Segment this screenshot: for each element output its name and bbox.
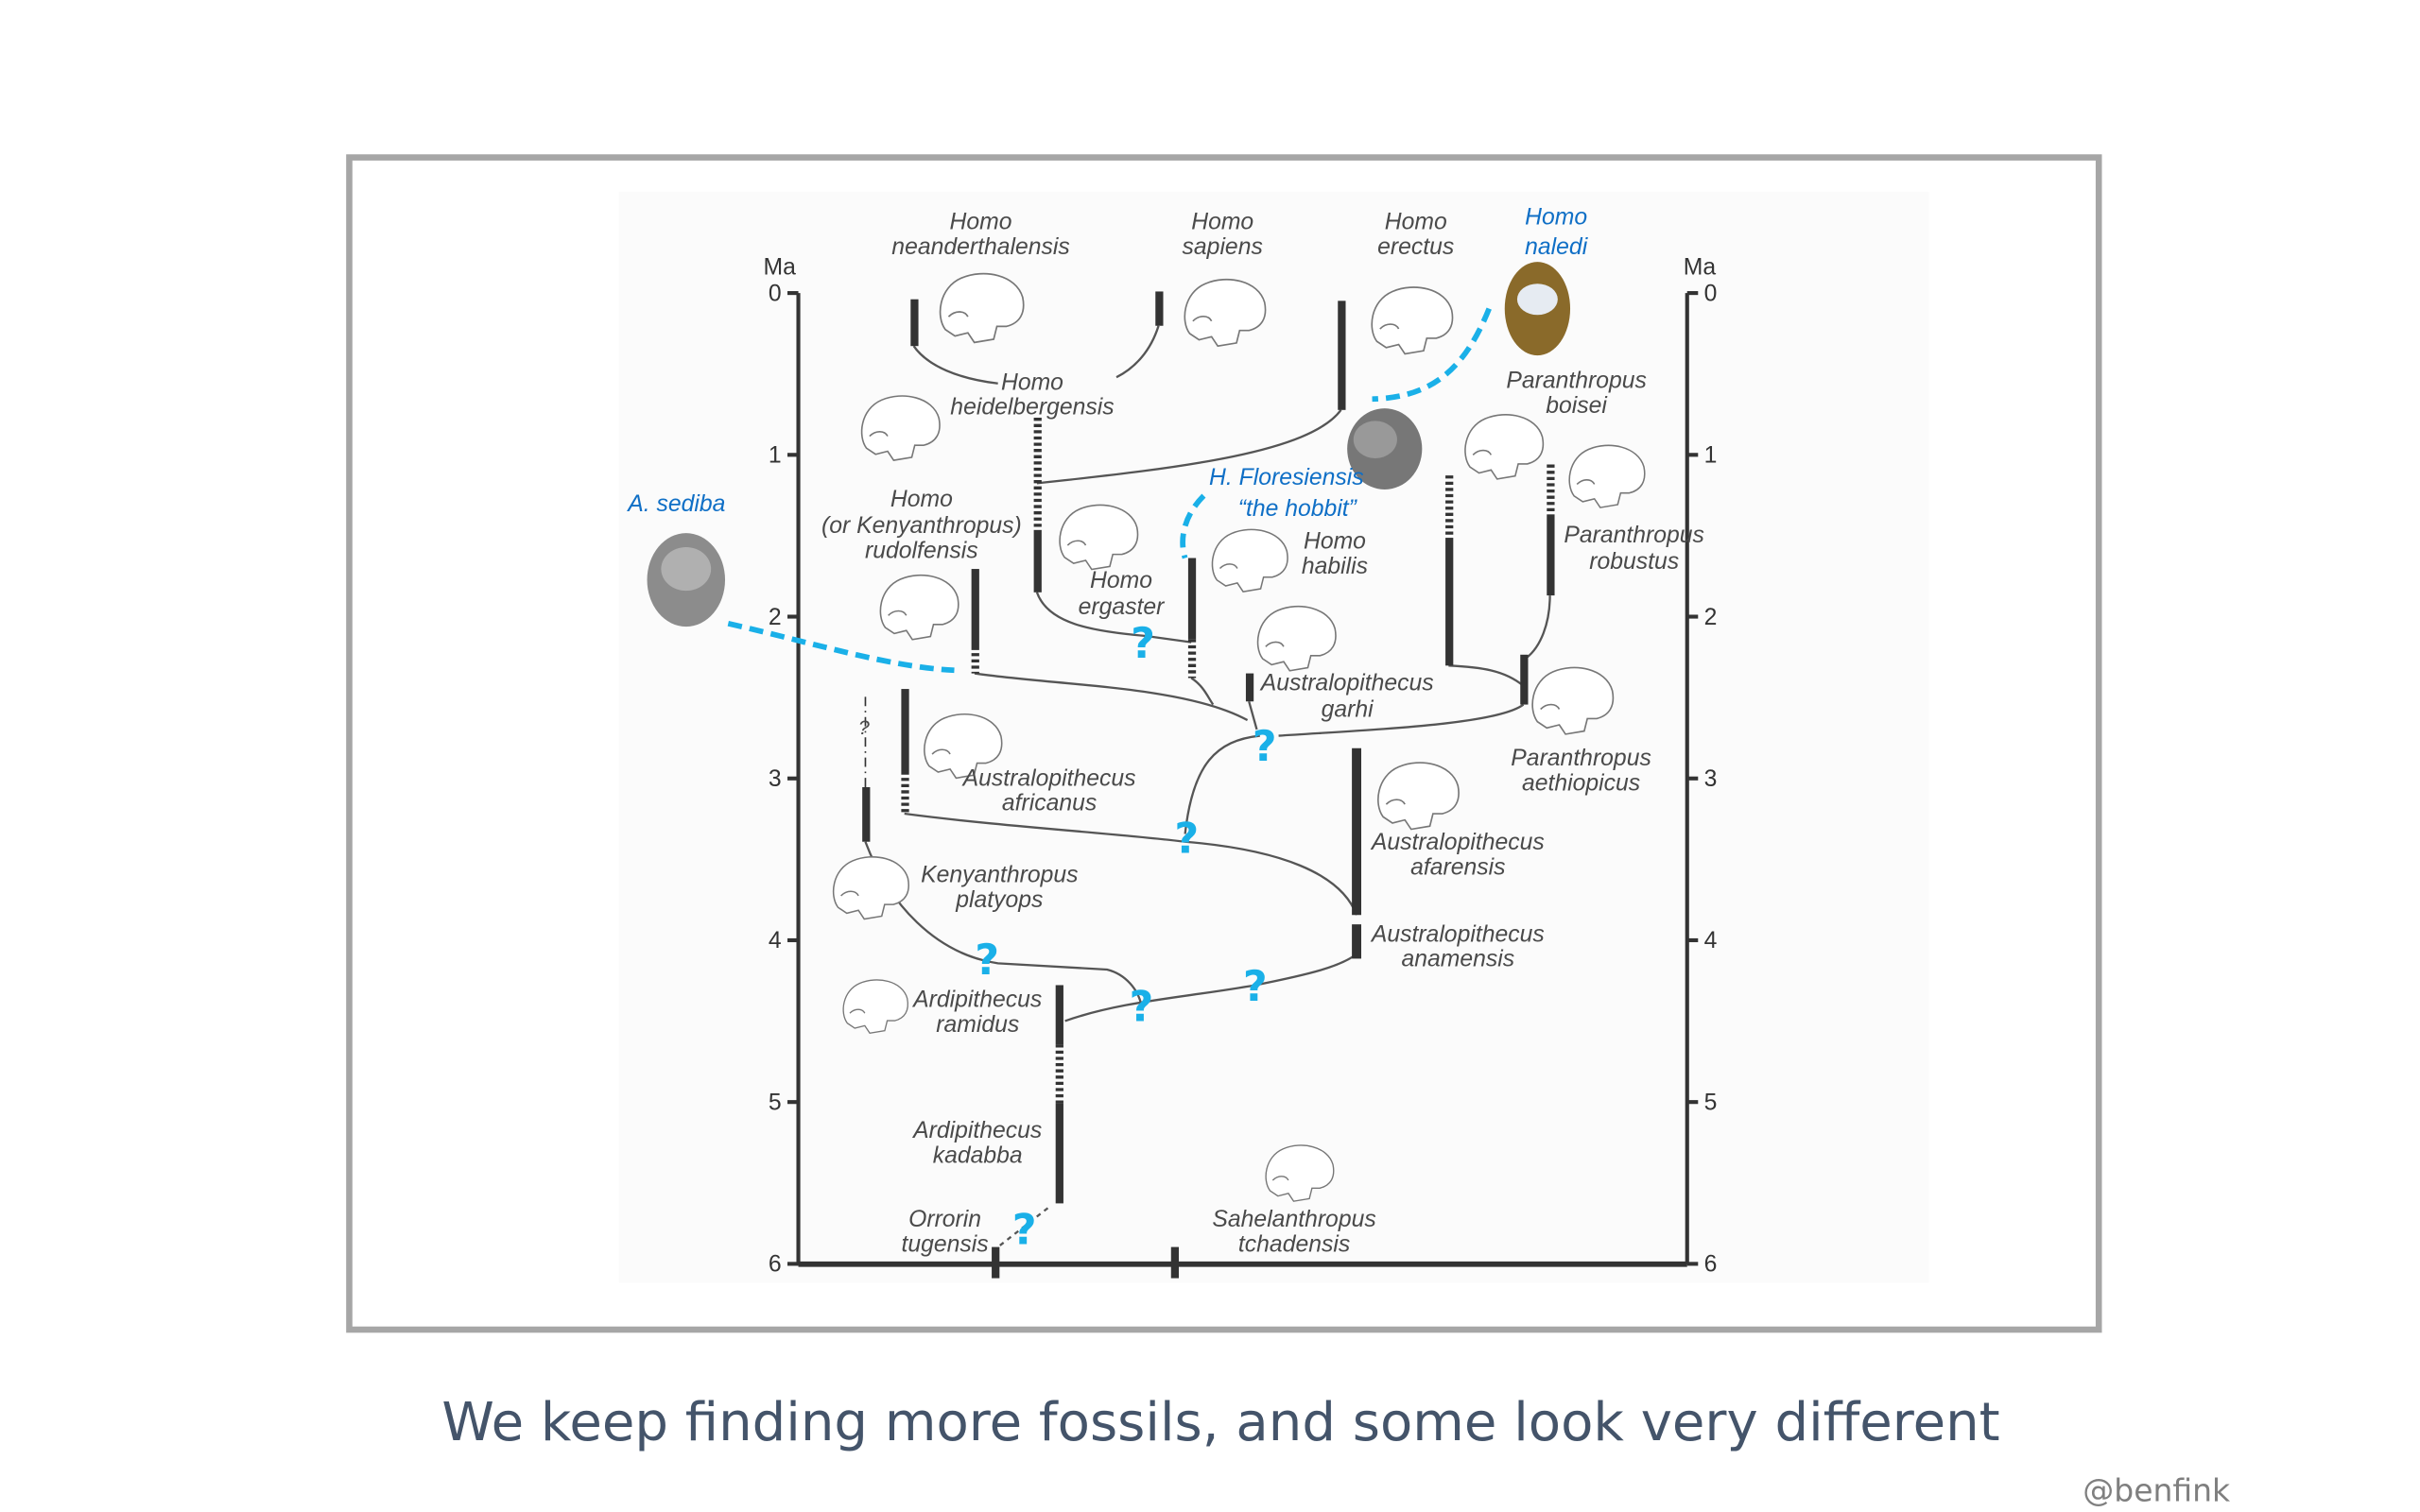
left-axis: Ma 0 1 2 3 4 5 6 xyxy=(764,254,1687,1278)
added-fossil-links xyxy=(727,307,1492,674)
range-bar-afarensis xyxy=(1352,747,1361,916)
lineage-curves xyxy=(864,325,1551,1248)
range-bar-rudolfensis xyxy=(971,569,979,647)
question-mark: ? xyxy=(1012,1205,1037,1254)
right-axis: Ma 0 1 2 3 4 5 6 xyxy=(1684,254,1718,1277)
label-sediba: A. sediba xyxy=(626,491,725,517)
axis-tick-label: 4 xyxy=(1704,928,1718,954)
axis-tick-label: 4 xyxy=(769,928,782,954)
axis-tick-label: 2 xyxy=(1704,605,1718,630)
range-bar-boisei xyxy=(1445,538,1454,666)
axis-tick-label: 6 xyxy=(1704,1252,1718,1278)
axis-tick-label: 5 xyxy=(1704,1090,1718,1115)
range-bar-sahelanthropus xyxy=(1170,1246,1180,1279)
range-bar-aethiopicus xyxy=(1520,654,1529,705)
axis-tick-label: 6 xyxy=(769,1252,782,1278)
uncertain-range-mark: ? xyxy=(858,716,870,739)
range-bar-neanderthalensis xyxy=(910,299,919,347)
floresiensis-link xyxy=(1180,493,1206,559)
axis-tick-label: 5 xyxy=(769,1090,782,1115)
range-bars xyxy=(862,291,1555,1279)
range-bar-robustus xyxy=(1547,514,1555,596)
range-bar-garhi xyxy=(1245,673,1254,702)
range-bar-ramidus xyxy=(1055,985,1063,1045)
naledi-link xyxy=(1372,307,1492,403)
axis-tick-label: 3 xyxy=(1704,766,1718,792)
uncertainty-marks: ? ? ? ? ? ? ? ? xyxy=(858,619,1277,1254)
range-bar-erectus xyxy=(1338,301,1346,410)
axis-unit-right: Ma xyxy=(1684,254,1717,280)
range-bar-orrorin xyxy=(992,1246,1000,1279)
axis-unit-left: Ma xyxy=(764,254,797,280)
question-mark: ? xyxy=(1130,982,1154,1031)
range-bar-kadabba xyxy=(1055,1103,1063,1204)
question-mark: ? xyxy=(1131,619,1155,668)
axis-tick-label: 0 xyxy=(1704,281,1718,306)
axis-tick-label: 1 xyxy=(769,443,782,469)
axis-tick-label: 1 xyxy=(1704,443,1718,469)
range-bar-platyops xyxy=(862,786,871,842)
author-handle: @benfink xyxy=(2083,1471,2230,1508)
range-bar-ergaster xyxy=(1033,529,1042,593)
question-mark: ? xyxy=(1253,722,1277,771)
range-bar-anamensis xyxy=(1352,924,1361,959)
axis-tick-label: 0 xyxy=(769,281,782,306)
label-rudolfensis: Homo(or Kenyanthropus)rudolfensis xyxy=(821,487,1022,563)
range-bar-africanus xyxy=(901,689,909,772)
figure-image-area xyxy=(618,191,1929,1283)
label-floresiensis: H. Floresiensis“the hobbit” xyxy=(1209,465,1364,522)
axis-tick-label: 3 xyxy=(769,766,782,792)
question-mark: ? xyxy=(1174,814,1199,863)
naledi-skull-photo xyxy=(1504,262,1571,356)
sediba-link xyxy=(727,620,955,674)
range-bar-sapiens xyxy=(1155,291,1164,326)
range-bar-habilis xyxy=(1187,558,1197,640)
skull-drawings xyxy=(647,262,1646,1202)
floresiensis-skull-photo xyxy=(1347,408,1423,490)
question-mark: ? xyxy=(975,936,999,985)
question-mark: ? xyxy=(1243,962,1268,1011)
slide-caption: We keep finding more fossils, and some l… xyxy=(441,1392,1999,1453)
sediba-skull-photo xyxy=(647,533,726,627)
axis-tick-label: 2 xyxy=(769,605,782,630)
